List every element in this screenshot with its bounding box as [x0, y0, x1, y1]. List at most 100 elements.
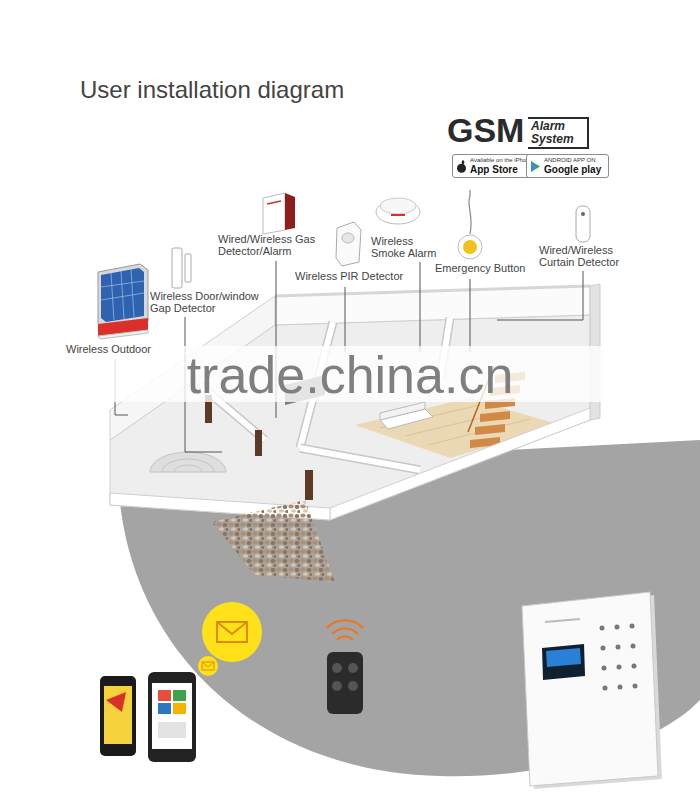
door-sensor: [185, 254, 191, 282]
control-panel: [633, 684, 638, 689]
device-label: Wired/Wireless Curtain Detector: [539, 244, 644, 268]
pir-detector: [336, 222, 361, 266]
device-label: Emergency Button: [435, 262, 526, 274]
leader-line: [345, 287, 346, 352]
message-icon: [202, 662, 214, 667]
house-illustration: [330, 408, 590, 520]
message-icon: [217, 622, 247, 642]
smoke-alarm: [391, 214, 405, 216]
smartphone: [104, 686, 132, 744]
store-icon: [530, 160, 541, 173]
control-panel: [617, 665, 622, 670]
control-panel: [603, 686, 608, 691]
store-badge: ANDROID APP ONGoogle play: [526, 154, 609, 178]
store-icon: [457, 164, 466, 173]
control-panel: [545, 619, 580, 622]
house-illustration: [162, 459, 214, 472]
control-panel: [542, 644, 585, 680]
remote-control: [348, 681, 358, 691]
message-icon: [198, 602, 262, 676]
house-illustration: [275, 286, 590, 325]
outdoor-siren: [101, 269, 144, 320]
remote-control: [327, 620, 363, 628]
curtain-detector: [576, 206, 590, 242]
remote-control: [332, 628, 358, 634]
leader-line: [497, 271, 583, 320]
smartphone: [173, 690, 186, 701]
outdoor-siren: [98, 330, 148, 339]
store-icon: [531, 161, 536, 172]
house-illustration: [174, 465, 202, 472]
smoke-alarm: [376, 198, 420, 224]
wall: [300, 448, 420, 470]
store-icon: [456, 160, 467, 173]
emergency-button: [469, 190, 471, 234]
curtain-detector: [576, 206, 590, 242]
smartphone: [158, 703, 171, 714]
gas-detector: [267, 201, 281, 204]
smartphone: [100, 676, 136, 756]
outdoor-siren: [101, 268, 144, 322]
smartphone: [100, 672, 196, 762]
gas-detector: [263, 193, 285, 234]
control-panel: [618, 685, 623, 690]
message-icon: [217, 622, 247, 634]
device-label: Wireless PIR Detector: [295, 270, 403, 282]
store-icon: [462, 160, 465, 164]
control-panel: [522, 592, 658, 786]
house-illustration: [275, 286, 590, 296]
control-panel: [601, 646, 606, 651]
device-label: Wireless Outdoor: [66, 343, 151, 355]
emergency-button: [463, 240, 477, 254]
gas-detector: [285, 193, 295, 230]
device-label: Wireless Smoke Alarm: [371, 235, 441, 259]
curtain-detector: [581, 212, 585, 216]
smartphone: [148, 672, 196, 762]
house-illustration: [480, 411, 510, 422]
smartphone: [106, 692, 126, 712]
control-panel: [630, 624, 635, 629]
smartphone: [152, 683, 192, 749]
control-panel: [615, 625, 620, 630]
control-panel: [616, 645, 621, 650]
door-sensor: [172, 248, 182, 288]
smoke-alarm: [380, 198, 416, 214]
pebble-path: [212, 500, 335, 582]
remote-control: [337, 637, 353, 640]
control-panel: [602, 666, 607, 671]
house-illustration: [355, 398, 560, 458]
message-icon: [202, 662, 214, 670]
badge-name: App Store: [470, 164, 518, 175]
logo-text: GSM: [447, 112, 524, 148]
remote-control: [327, 620, 363, 714]
pir-detector: [342, 233, 354, 243]
message-icon: [198, 656, 218, 676]
badge-name: Google play: [544, 164, 601, 175]
control-panel: [522, 592, 662, 789]
outdoor-siren: [98, 264, 148, 339]
smartphone: [158, 690, 171, 701]
gas-detector: [263, 193, 295, 234]
house-illustration: [475, 424, 505, 435]
logo-text: Alarm System: [528, 117, 589, 149]
wall: [300, 448, 420, 470]
remote-control: [348, 663, 358, 673]
smartphone: [158, 722, 186, 738]
diagram-title: User installation diagram: [80, 76, 344, 104]
smartphone: [173, 703, 186, 714]
remote-control: [332, 663, 342, 673]
badge-caption: ANDROID APP ON: [544, 157, 596, 164]
house-illustration: [110, 315, 590, 520]
device-label: Wired/Wireless Gas Detector/Alarm: [218, 233, 330, 257]
pir-detector: [336, 222, 361, 266]
leader-line: [470, 279, 471, 352]
house-illustration: [150, 452, 226, 472]
door-sensor: [172, 248, 191, 288]
house-illustration: [305, 470, 313, 500]
control-panel: [632, 664, 637, 669]
house-illustration: [380, 402, 425, 420]
leader-line: [420, 262, 421, 352]
emergency-button: [458, 190, 482, 259]
store-icon: [531, 161, 540, 172]
